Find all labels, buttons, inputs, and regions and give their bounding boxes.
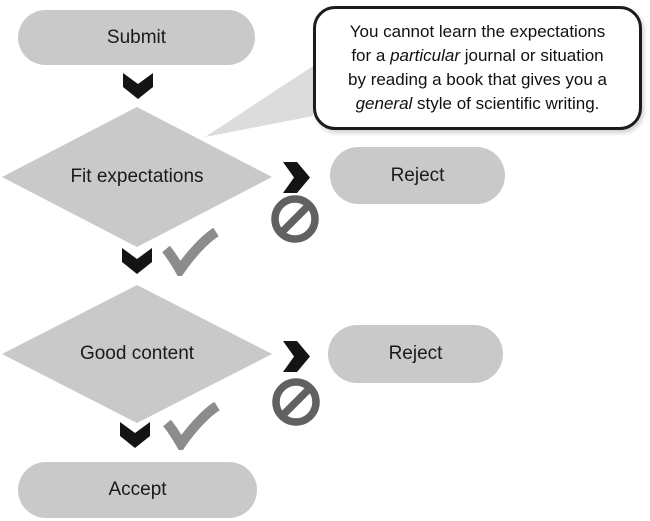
node-reject-fit-label: Reject <box>390 164 445 186</box>
node-reject-fit: Reject <box>330 147 505 204</box>
node-good-content-label: Good content <box>79 343 195 364</box>
node-submit: Submit <box>18 10 255 65</box>
node-accept: Accept <box>18 462 257 518</box>
chevron-right-icon <box>283 162 310 193</box>
no-entry-icon <box>271 195 319 243</box>
check-icon <box>163 402 220 450</box>
no-entry-icon <box>272 378 320 426</box>
callout-tail <box>205 66 313 137</box>
chevron-right-icon <box>283 341 310 372</box>
chevron-down-icon <box>122 248 152 274</box>
node-accept-label: Accept <box>108 479 167 500</box>
chevron-down-icon <box>120 422 150 448</box>
node-reject-content-label: Reject <box>388 343 443 364</box>
node-fit-expectations-label: Fit expectations <box>70 166 204 187</box>
check-icon <box>162 228 219 276</box>
node-submit-label: Submit <box>106 26 167 48</box>
node-good-content: Good content <box>2 285 272 423</box>
node-reject-content: Reject <box>328 325 503 383</box>
chevron-down-icon <box>123 73 153 99</box>
